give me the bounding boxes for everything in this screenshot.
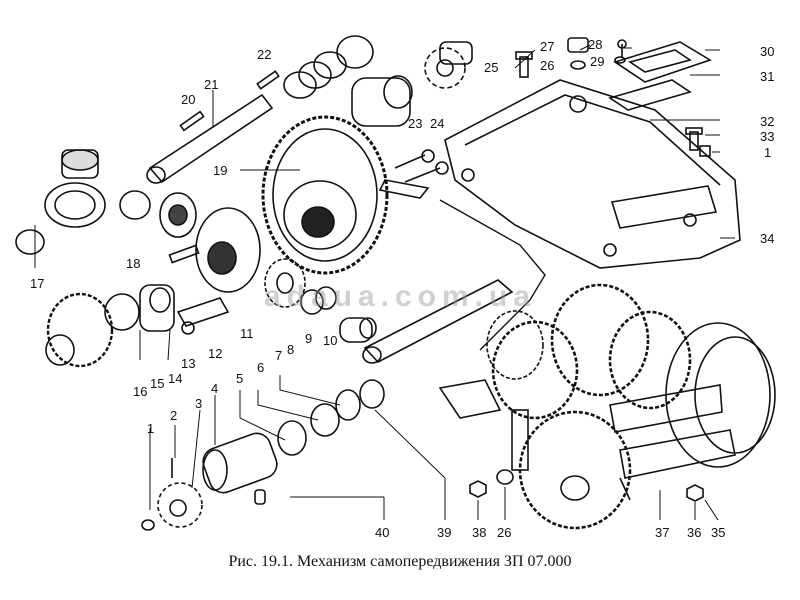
label-part-26-b: 26 [497,525,511,540]
label-part-31: 31 [760,69,774,84]
watermark-text: adaua.com.ua [263,280,537,313]
label-part-40: 40 [375,525,389,540]
label-part-36: 36 [687,525,701,540]
label-part-9: 9 [305,331,312,346]
gearbox-cover-34 [444,79,741,269]
label-part-7: 7 [275,348,282,363]
bolt-23-24 [378,149,449,199]
label-part-35: 35 [711,525,725,540]
sprocket-3 [157,482,203,528]
long-shaft [362,279,514,364]
sleeve-4 [202,432,278,494]
bevel-gear-left [44,149,106,228]
label-part-25: 25 [484,60,498,75]
part-labels: 1 2 3 4 5 6 7 8 9 10 11 12 13 14 15 16 1… [30,37,774,540]
washer-17 [15,229,45,255]
bevel-gear-8 [264,258,306,308]
key-20 [179,110,205,132]
label-part-23: 23 [408,116,422,131]
label-part-20: 20 [181,92,195,107]
label-part-16: 16 [133,384,147,399]
label-part-28: 28 [588,37,602,52]
spacer-rings-top [283,35,374,99]
label-part-24: 24 [430,116,444,131]
label-part-2: 2 [170,408,177,423]
label-part-39: 39 [437,525,451,540]
label-part-8: 8 [287,342,294,357]
part-1-small [141,519,155,531]
leader-lines [34,44,735,521]
label-part-13: 13 [181,356,195,371]
pinion-bevel-gear [159,192,197,238]
gear-train-assembly [438,283,692,530]
label-part-1-a: 1 [147,421,154,436]
washer-26-lower [496,469,514,485]
screw-28 [617,39,627,58]
label-part-11: 11 [240,326,254,341]
nut-38 [469,480,487,498]
plug-27 [567,37,589,53]
label-part-5: 5 [236,371,243,386]
label-part-22: 22 [257,47,271,62]
bolt-25 [515,51,533,78]
label-part-18: 18 [126,256,140,271]
bushing-small [119,190,151,220]
label-part-26-a: 26 [540,58,554,73]
label-part-29: 29 [590,54,604,69]
bushing-14 [139,284,175,332]
sleeve-10 [339,317,377,343]
label-part-27: 27 [540,39,554,54]
wheel-pulley [609,322,776,468]
label-part-15: 15 [150,376,164,391]
label-part-6: 6 [257,360,264,375]
label-part-32: 32 [760,114,774,129]
label-part-4: 4 [211,381,218,396]
cover-plate-30-31 [608,41,712,111]
shaft-21 [146,93,274,184]
plate-12 [176,297,230,327]
washer-29 [614,56,626,64]
key-22 [256,70,280,90]
label-part-33: 33 [760,129,774,144]
label-part-12: 12 [208,346,222,361]
label-part-1-b: 1 [764,145,771,160]
ring-set-5-7 [277,379,385,456]
washer-pair-9 [300,286,337,315]
label-part-30: 30 [760,44,774,59]
figure-caption: Рис. 19.1. Механизм самопередвижения ЗП … [228,553,572,570]
pin-18 [168,244,200,264]
differential-housing [195,207,261,293]
bevel-gear-16 [45,292,114,368]
label-part-19: 19 [213,163,227,178]
label-part-14: 14 [168,371,182,386]
exploded-assembly-drawing: 1 2 3 4 5 6 7 8 9 10 11 12 13 14 15 16 1… [15,35,776,540]
washer-26 [570,60,586,70]
bolt-33 [685,127,703,151]
bushing-top [351,75,413,127]
pin-40 [254,489,266,505]
label-part-3: 3 [195,396,202,411]
large-spur-gear-19 [261,115,389,275]
nut-13 [181,321,195,335]
label-part-34: 34 [760,231,774,246]
nut-36 [686,484,704,502]
chain-route-line [439,199,546,351]
label-part-37: 37 [655,525,669,540]
label-part-17: 17 [30,276,44,291]
label-part-38: 38 [472,525,486,540]
label-part-10: 10 [323,333,337,348]
frame-37 [619,429,736,501]
washer-15 [104,293,140,331]
fitting-1 [699,145,711,157]
sprocket-top [424,41,473,89]
label-part-21: 21 [204,77,218,92]
